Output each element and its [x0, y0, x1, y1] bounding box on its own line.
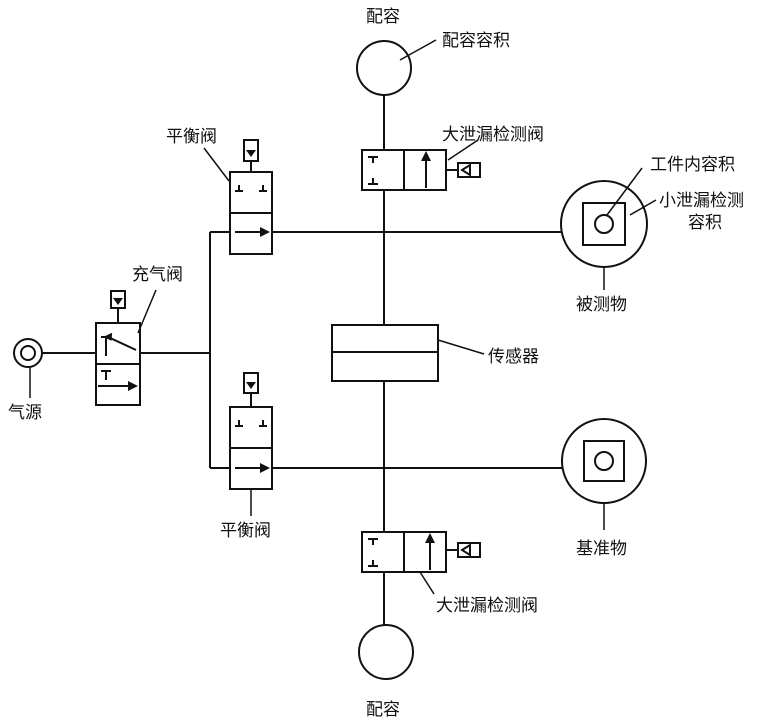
workpiece-volume-label: 工件内容积	[650, 155, 735, 175]
bottom-tank-label: 配容	[366, 700, 400, 720]
balance-valve-top-leader	[203, 147, 230, 182]
air-source-symbol	[13, 338, 43, 398]
measured-object-symbol	[560, 180, 648, 268]
air-source-label: 气源	[8, 403, 42, 423]
pipelines	[42, 95, 562, 625]
balance-valve-top-symbol	[229, 139, 273, 255]
small-leak-volume-label-line2: 容积	[688, 213, 722, 233]
reference-object-label: 基准物	[576, 539, 627, 559]
top-tank-symbol	[356, 40, 412, 96]
sensor-leader	[437, 339, 485, 355]
small-leak-volume-label-line1: 小泄漏检测	[659, 191, 744, 211]
large-leak-valve-bottom-symbol	[361, 531, 481, 573]
top-tank-volume-label: 配容容积	[442, 31, 510, 51]
reference-object-symbol	[561, 418, 647, 504]
sensor-label: 传感器	[488, 347, 539, 367]
large-leak-valve-bottom-leader	[419, 571, 435, 595]
small-leak-volume-leader	[629, 199, 657, 216]
measured-object-label: 被测物	[576, 295, 627, 315]
large-leak-valve-top-symbol	[361, 149, 481, 191]
workpiece-volume-leader	[606, 167, 643, 216]
large-leak-valve-top-leader	[447, 139, 479, 161]
balance-valve-top-label: 平衡阀	[166, 127, 217, 147]
large-leak-valve-bottom-label: 大泄漏检测阀	[436, 596, 538, 616]
fill-valve-label: 充气阀	[132, 265, 183, 285]
large-leak-valve-top-label: 大泄漏检测阀	[442, 125, 544, 145]
balance-valve-bottom-symbol	[229, 372, 273, 490]
fill-valve-leader	[137, 289, 157, 334]
balance-valve-bottom-label: 平衡阀	[220, 521, 271, 541]
top-tank-label: 配容	[366, 7, 400, 27]
top-tank-volume-leader	[399, 39, 437, 61]
bottom-tank-symbol	[358, 624, 414, 680]
sensor-symbol	[331, 324, 439, 382]
fill-valve-symbol	[95, 290, 141, 406]
